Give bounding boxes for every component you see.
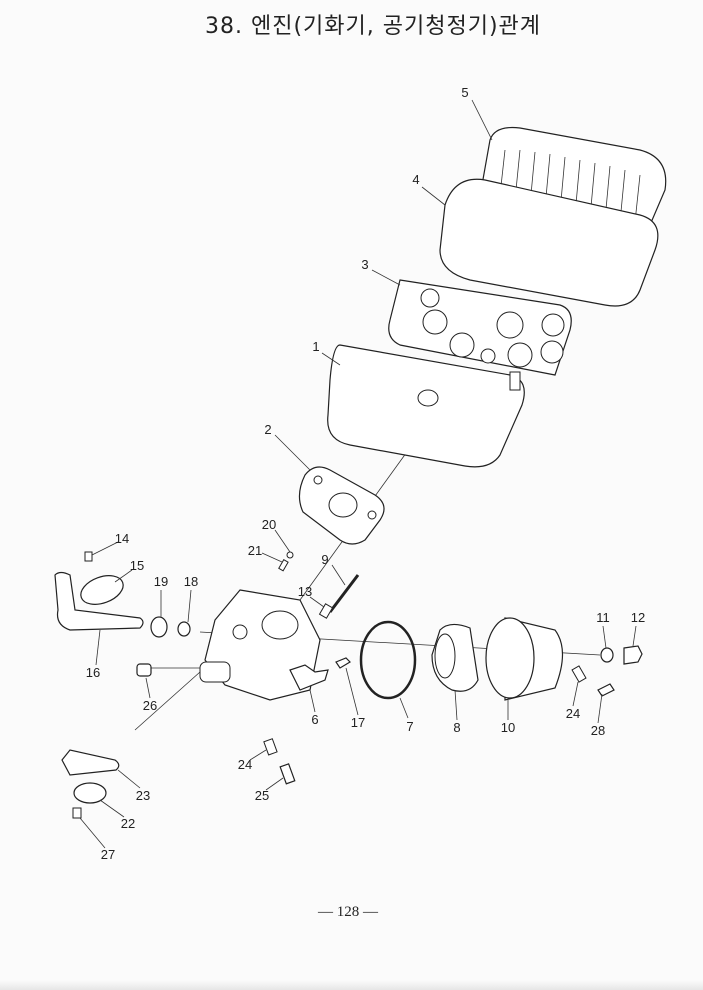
part-label-17: 17 bbox=[351, 715, 365, 730]
part-label-18: 18 bbox=[184, 574, 198, 589]
part-label-23: 23 bbox=[136, 788, 150, 803]
washer bbox=[600, 647, 614, 663]
part-label-27: 27 bbox=[101, 847, 115, 862]
nut bbox=[623, 645, 643, 665]
screw bbox=[597, 683, 615, 697]
scan-edge bbox=[0, 980, 703, 990]
part-label-21: 21 bbox=[248, 543, 262, 558]
throttle-plate bbox=[80, 575, 124, 605]
spring bbox=[278, 558, 289, 572]
part-label-5: 5 bbox=[461, 85, 468, 100]
filter-plate bbox=[388, 279, 572, 376]
spring bbox=[571, 665, 587, 683]
part-label-10: 10 bbox=[501, 720, 515, 735]
part-label-25: 25 bbox=[255, 788, 269, 803]
part-label-28: 28 bbox=[591, 723, 605, 738]
leader-lines bbox=[79, 99, 637, 849]
part-label-1: 1 bbox=[312, 339, 319, 354]
part-label-12: 12 bbox=[631, 610, 645, 625]
part-label-13: 13 bbox=[298, 584, 312, 599]
part-label-6: 6 bbox=[311, 712, 318, 727]
air-cleaner-cover bbox=[439, 178, 659, 307]
carburetor-body bbox=[199, 589, 329, 701]
o-ring bbox=[359, 620, 417, 700]
adjust-screw bbox=[136, 663, 152, 677]
part-label-24: 24 bbox=[566, 706, 580, 721]
page-number: — 128 — bbox=[318, 904, 378, 920]
screw bbox=[84, 551, 93, 562]
needle-valve bbox=[335, 657, 351, 669]
air-cleaner-case bbox=[327, 344, 525, 468]
part-label-19: 19 bbox=[154, 574, 168, 589]
spring bbox=[263, 738, 278, 756]
part-label-24: 24 bbox=[238, 757, 252, 772]
part-label-26: 26 bbox=[143, 698, 157, 713]
ball bbox=[286, 551, 294, 559]
part-label-11: 11 bbox=[596, 610, 610, 625]
needle-pin bbox=[328, 574, 360, 613]
bushing bbox=[150, 616, 168, 638]
part-label-16: 16 bbox=[86, 665, 100, 680]
part-label-22: 22 bbox=[121, 816, 135, 831]
venturi-sleeve bbox=[431, 623, 479, 692]
small-fitting bbox=[318, 603, 334, 619]
part-label-20: 20 bbox=[262, 517, 276, 532]
screw bbox=[72, 807, 82, 819]
part-label-3: 3 bbox=[361, 257, 368, 272]
carburetor-cover bbox=[485, 617, 564, 701]
throttle-lever-shaft bbox=[54, 571, 144, 631]
part-label-8: 8 bbox=[453, 720, 460, 735]
choke-lever-shaft bbox=[61, 749, 120, 776]
choke-plate bbox=[73, 782, 107, 804]
part-label-2: 2 bbox=[264, 422, 271, 437]
part-label-14: 14 bbox=[115, 531, 129, 546]
screw bbox=[279, 763, 296, 785]
part-label-4: 4 bbox=[412, 172, 419, 187]
part-label-15: 15 bbox=[130, 558, 144, 573]
gasket bbox=[298, 466, 385, 545]
page-title: 38. 엔진(기화기, 공기청정기)관계 bbox=[205, 14, 542, 39]
part-label-9: 9 bbox=[321, 552, 328, 567]
part-label-7: 7 bbox=[406, 719, 413, 734]
cap bbox=[177, 621, 191, 637]
assembly-axis-line bbox=[134, 671, 201, 731]
